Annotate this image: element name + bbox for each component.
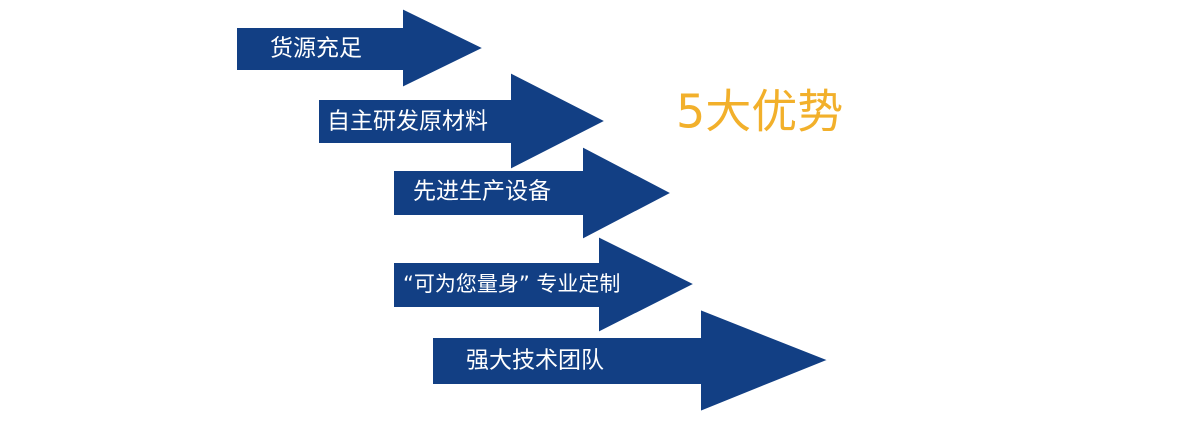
arrow-4: “可为您量身” 专业定制: [392, 234, 698, 335]
arrow-2: 自主研发原材料: [317, 70, 609, 172]
arrow-2-shape: [317, 70, 609, 172]
arrow-1-shape: [235, 6, 487, 90]
arrow-4-shape: [392, 234, 698, 335]
arrow-3-label: 先进生产设备: [413, 179, 551, 205]
arrow-5: 强大技术团队: [431, 307, 832, 414]
arrow-1-label: 货源充足: [270, 36, 362, 62]
arrow-3-shape: [392, 144, 675, 242]
headline: 5大优势: [676, 85, 843, 139]
arrow-1: 货源充足: [235, 6, 487, 90]
arrow-5-label: 强大技术团队: [466, 348, 604, 374]
arrow-3: 先进生产设备: [392, 144, 675, 242]
arrow-4-label: “可为您量身” 专业定制: [403, 272, 620, 296]
arrow-2-label: 自主研发原材料: [327, 109, 488, 135]
arrow-5-shape: [431, 307, 832, 414]
